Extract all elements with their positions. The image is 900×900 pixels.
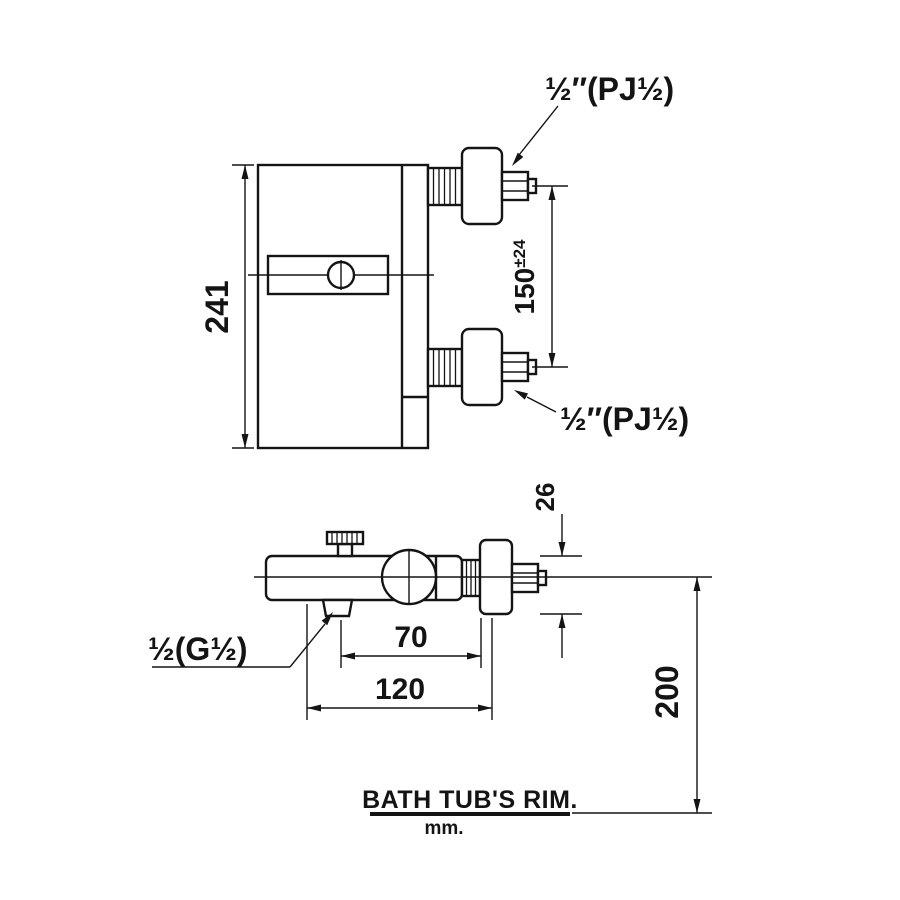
label-top-inlet: ½″(PJ½) — [512, 71, 674, 166]
label-outlet: ½(G½) — [148, 612, 333, 668]
top-inlet-port — [426, 146, 538, 226]
dim-inlet-spacing-text: 150±24 — [509, 239, 540, 315]
outlet-nut — [321, 598, 354, 618]
dim-body-height: 241 — [199, 164, 254, 449]
dim-body-height-text: 241 — [199, 280, 235, 333]
dim-center-to-wall-text: 70 — [394, 621, 427, 654]
dim-height-above-rim-text: 200 — [649, 665, 685, 718]
screw-cap-hatch — [331, 532, 358, 544]
dim-overall-depth: 120 — [306, 604, 493, 720]
bottom-port-body — [460, 327, 504, 407]
mixer-body-front — [256, 163, 430, 450]
bottom-knurl-hatch — [432, 349, 457, 386]
dim-deck-offset-text: 26 — [530, 483, 560, 512]
note-reference-text: BATH TUB'S RIM. — [362, 786, 578, 814]
label-outlet-text: ½(G½) — [148, 631, 248, 667]
screw-cap — [325, 530, 365, 546]
dim-center-to-wall: 70 — [340, 618, 482, 668]
front-view — [248, 146, 538, 450]
dim-inlet-spacing: 150±24 — [509, 185, 568, 368]
dim-deck-offset: 26 — [530, 483, 582, 658]
diverter-screw — [325, 530, 365, 558]
plan-port-nut — [510, 562, 540, 594]
plan-knurl-hatch — [465, 560, 477, 596]
notes: BATH TUB'S RIM. mm. — [362, 786, 578, 839]
dim-overall-depth-text: 120 — [375, 673, 425, 706]
label-bottom-inlet-text: ½″(PJ½) — [560, 401, 689, 437]
label-top-inlet-text: ½″(PJ½) — [545, 71, 674, 107]
top-knurl-hatch — [432, 168, 457, 205]
note-units-text: mm. — [424, 818, 463, 839]
rim-reference-line — [370, 812, 570, 816]
bottom-inlet-port — [426, 327, 538, 407]
plan-port-tip — [536, 569, 548, 587]
label-bottom-inlet: ½″(PJ½) — [514, 390, 689, 437]
top-port-body — [460, 146, 504, 226]
top-port-nut — [500, 170, 530, 202]
dim-height-above-rim: 200 — [572, 577, 712, 814]
screw-stem — [336, 542, 354, 558]
plan-view — [254, 530, 712, 618]
bottom-port-nut — [500, 351, 530, 383]
